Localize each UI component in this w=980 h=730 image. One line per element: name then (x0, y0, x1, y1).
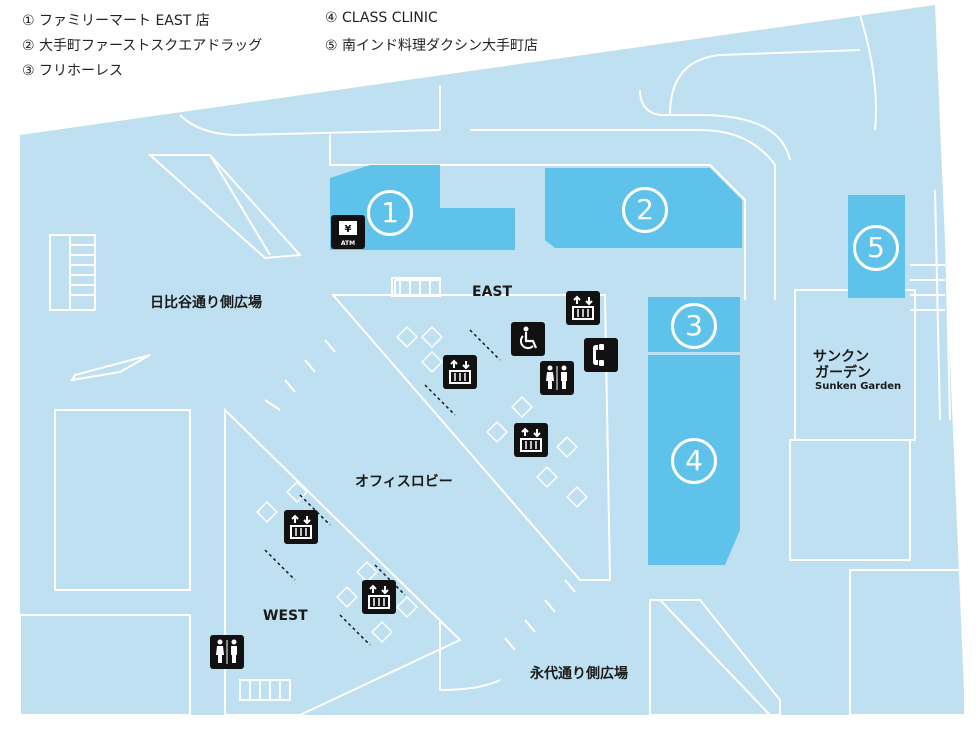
legend-item-2: ② 大手町ファーストスクエアドラッグ (22, 38, 263, 54)
west-label: WEST (263, 608, 308, 624)
legend-item-1: ① ファミリーマート EAST 店 (22, 13, 210, 29)
elevator-icon (566, 291, 600, 325)
shop-3-number[interactable]: 3 (671, 303, 717, 349)
elevator-icon (362, 580, 396, 614)
shop-1-number[interactable]: 1 (367, 190, 413, 236)
legend-item-5: ⑤ 南インド料理ダクシン大手町店 (325, 38, 539, 54)
restroom-icon (540, 361, 574, 395)
office-lobby-label: オフィスロビー (355, 474, 453, 490)
nagata-plaza-label: 永代通り側広場 (530, 666, 628, 682)
elevator-icon (514, 423, 548, 457)
elevator-icon (284, 510, 318, 544)
svg-text:ATM: ATM (341, 240, 355, 247)
shop-4-number[interactable]: 4 (671, 438, 717, 484)
svg-text:¥: ¥ (345, 224, 352, 235)
sunken-garden-en-label: Sunken Garden (815, 381, 902, 392)
elevator-icon (443, 355, 477, 389)
legend-item-3: ③ フリホーレス (22, 63, 124, 79)
shop-5-number[interactable]: 5 (853, 225, 899, 271)
telephone-icon (584, 338, 618, 372)
restroom-icon (210, 635, 244, 669)
legend-item-4: ④ CLASS CLINIC (325, 10, 438, 26)
east-label: EAST (472, 284, 513, 300)
sunken-garden-label-1: サンクン (813, 349, 869, 365)
shop-2-number[interactable]: 2 (622, 187, 668, 233)
wheelchair-icon (511, 322, 545, 356)
hibiya-plaza-label: 日比谷通り側広場 (150, 295, 262, 311)
sunken-garden-label-2: ガーデン (815, 365, 871, 381)
atm-icon: ¥ ATM (331, 215, 365, 249)
